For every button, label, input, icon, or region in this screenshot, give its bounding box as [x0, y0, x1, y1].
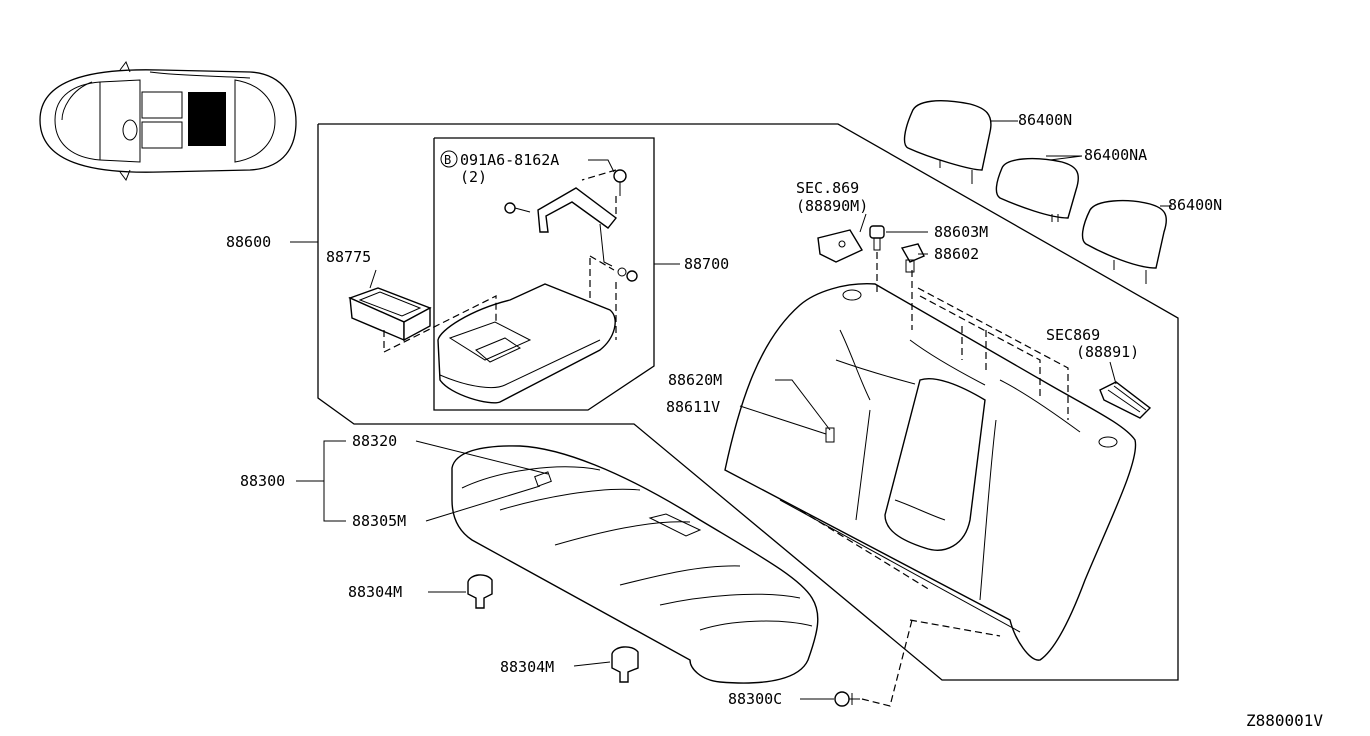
- label-sec869-b: SEC869: [1046, 326, 1100, 344]
- label-86400N-bottom: 86400N: [1168, 196, 1222, 214]
- label-88304M-b: 88304M: [500, 658, 554, 676]
- clip-dashed-lines: [876, 252, 1069, 420]
- bracket-88700: [537, 187, 617, 267]
- headrest-86400N-top: [903, 100, 1018, 184]
- label-88775: 88775: [326, 248, 371, 266]
- armrest-88700: [437, 283, 616, 404]
- label-88611V: 88611V: [666, 398, 720, 416]
- headrest-86400NA: [995, 155, 1083, 222]
- armrest-assembly-outline: [433, 137, 655, 411]
- bolt-circle-letter: B: [444, 153, 451, 167]
- leader-lines: [290, 155, 1166, 700]
- label-88600: 88600: [226, 233, 271, 251]
- label-88602: 88602: [934, 245, 979, 263]
- cover-88891-icon: [1099, 381, 1152, 419]
- bolt-code-callout: B 091A6-8162A (2): [440, 150, 559, 186]
- label-88300: 88300: [240, 472, 285, 490]
- clip-88300C-icon: [834, 691, 860, 707]
- label-88305M: 88305M: [352, 512, 406, 530]
- seat-cushion-88300: [451, 445, 819, 684]
- hook-88304M-b: [611, 646, 639, 683]
- label-091A6-8162A: 091A6-8162A: [460, 151, 559, 169]
- armrest-dashed-lines: [581, 169, 617, 340]
- label-88603M: 88603M: [934, 223, 988, 241]
- seatback-assembly-outline: [317, 123, 1179, 681]
- clip-88602-icon: [900, 243, 925, 273]
- bolt-icon: [504, 169, 638, 282]
- cushion-dashed-lines: [861, 619, 913, 707]
- label-88700: 88700: [684, 255, 729, 273]
- label-88891: (88891): [1076, 343, 1139, 361]
- label-88300C: 88300C: [728, 690, 782, 708]
- label-88620M: 88620M: [668, 371, 722, 389]
- headrest-86400N-bottom: [1081, 199, 1172, 284]
- diagram-code: Z880001V: [1246, 711, 1323, 730]
- label-bolt-qty: (2): [460, 168, 487, 186]
- label-86400N-top: 86400N: [1018, 111, 1072, 129]
- label-88890M: (88890M): [796, 197, 868, 215]
- rear-seatback: [724, 283, 1137, 661]
- cup-holder-dashed-lines: [383, 295, 497, 353]
- label-86400NA: 86400NA: [1084, 146, 1147, 164]
- bracket-88890M-icon: [817, 229, 864, 263]
- car-locator-icon: [39, 60, 297, 182]
- label-sec869-a: SEC.869: [796, 179, 859, 197]
- label-88320: 88320: [352, 432, 397, 450]
- clip-88603M-icon: [869, 225, 885, 251]
- label-88304M-a: 88304M: [348, 583, 402, 601]
- hook-88304M-a: [467, 574, 493, 609]
- cup-holder-88775: [348, 287, 432, 342]
- clip-dashed-lines-2: [799, 509, 1001, 637]
